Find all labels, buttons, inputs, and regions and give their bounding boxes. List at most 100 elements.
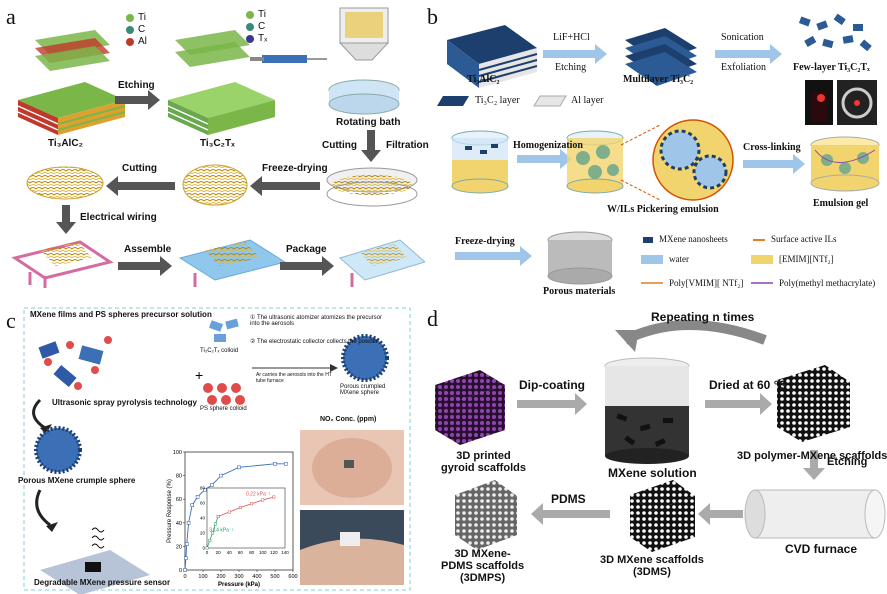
cutting-caption-1: Cutting [322,140,357,151]
ti3alc2-block [17,82,126,135]
ar-caption: Ar carries the aerosols into the HT tube… [256,372,332,384]
freeze-drying-caption: Freeze-drying [262,163,328,174]
scaffolds-caption: 3D MXene scaffolds (3DMS) [600,554,704,578]
polymer-mxene-cube [777,365,850,442]
cvd-caption: CVD furnace [785,542,858,556]
gyroid-caption: 3D printed gyroid scaffolds [441,450,526,474]
beaker-2 [566,130,624,194]
step1-caption: ① The ultrasonic atomizer atomizes the p… [250,315,382,327]
ti3c2tx-caption: Ti₃C₂Tₓ [200,138,235,149]
mxene-beaker [604,357,690,464]
slope-label-2: 3.14 kPa⁻¹ [209,528,233,534]
inset-x-tick-label: 120 [270,550,278,555]
panel-a-graphics [11,7,425,288]
pickering-emulsion [652,119,734,201]
ti3c2-layer-caption: Ti₃C₂ layer [475,95,520,106]
ultrasonic-caption: Ultrasonic spray pyrolysis technology [52,398,197,407]
panel-b-label: b [427,4,438,29]
legend-mxene: MXene nanosheets [659,234,728,244]
panel-b: b [425,0,887,300]
etching-caption: Etching [118,80,155,91]
ti3alc2-lattice [35,30,110,71]
inset-y-tick-label: 20 [200,531,206,536]
cross-linking-caption: Cross-linking [743,142,801,153]
inset-data-point [238,506,242,509]
ps-colloid-caption: PS sphere colloid [200,406,247,412]
panel-c: c + [0,300,425,594]
legend-water: water [669,254,689,264]
sensor-wired [11,240,114,288]
sensor-packaged [338,239,425,287]
slope-label-1: 0.22 kPa⁻¹ [246,492,270,498]
pdms-caption: PDMS [551,492,586,506]
inset-x-tick-label: 100 [259,550,267,555]
colloid-caption: Ti₃C₂Tₓ colloid [200,348,239,354]
multilayer-stack [625,28,697,86]
inset-y-tick-label: 60 [200,501,206,506]
precursor-mix [38,336,112,390]
rotating-bath-caption: Rotating bath [336,117,401,128]
y-tick-label: 40 [176,521,182,527]
inset-data-point [216,515,220,518]
etching-d-caption: Etching [827,456,868,468]
panel-d: d [425,300,887,594]
panel-a-label: a [6,4,16,29]
ti3alc2-b-caption: Ti₃AlC₂ [467,74,500,85]
ti3alc2-caption: Ti₃AlC₂ [48,138,83,149]
data-point [273,462,277,466]
y-axis-label: Pressure Response (%) [167,479,173,543]
pickering-caption: W/ILs Pickering emulsion [607,204,719,215]
x-tick-label: 200 [216,574,225,580]
data-point [190,503,194,507]
inset-x-tick-label: 80 [249,550,255,555]
legend-ti-1: Ti [138,12,146,23]
ti3c2tx-lattice [175,30,250,67]
mxene-solution-caption: MXene solution [608,466,697,480]
inset-data-point [208,539,212,542]
inset-data-point [213,522,217,526]
svg-text:+: + [195,367,203,383]
panel-a: a [0,0,429,300]
inset-x-tick-label: 140 [281,550,289,555]
few-layer-flakes [798,13,872,52]
porous-crumpled-caption: Porous crumpled MXene sphere [340,384,386,396]
x-tick-label: 0 [183,574,186,580]
al-layer-caption: Al layer [571,95,604,106]
x-axis-label: Pressure (kPa) [218,582,260,588]
panel-d-graphics [435,320,886,552]
emulsion-gel [810,136,880,192]
legend-c-1: C [138,24,146,35]
panel-b-graphics [437,13,880,285]
cvd-furnace-tube [744,489,886,539]
data-point [195,495,200,499]
legend-c-2: C [258,21,266,32]
x-tick-label: 500 [270,574,279,580]
x-tick-label: 100 [198,574,207,580]
data-point [186,521,191,525]
homogenization-caption: Homogenization [513,140,583,151]
exfoliation-caption: Exfoliation [721,62,766,73]
dried-caption: Dried at 60 °C [709,378,788,392]
inset-data-point [261,498,265,502]
x-tick-label: 300 [234,574,243,580]
pdms-scaffolds-caption: 3D MXene- PDMS scaffolds (3DMPS) [441,548,525,584]
pdms-scaffold-cube [455,480,517,550]
panel-c-label: c [6,308,16,333]
inset-data-point [211,531,215,535]
inset-y-tick-label: 40 [200,516,206,521]
sonication-caption: Sonication [721,32,764,43]
data-point [219,473,223,478]
beaker-1 [451,130,509,194]
legend-ti-2: Ti [258,9,266,20]
step2-caption: ② The electrostatic collector collects t… [250,339,378,345]
cutting-caption-2: Cutting [122,163,157,174]
filtration-caption: Filtration [386,140,429,151]
lif-hcl-caption: LiF+HCl [553,32,590,43]
x-tick-label: 400 [252,574,261,580]
assemble-caption: Assemble [124,244,172,255]
repeat-caption: Repeating n times [651,310,755,324]
precursor-caption: MXene films and PS spheres precursor sol… [30,310,212,319]
legend-ils: Surface active ILs [771,234,837,244]
